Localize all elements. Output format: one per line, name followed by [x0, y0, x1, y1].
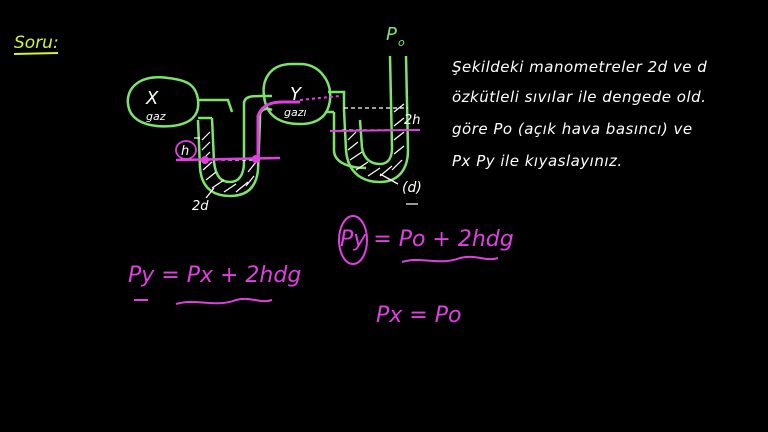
right-u-tube: [332, 55, 410, 184]
equation-3: Px = Po: [376, 303, 461, 328]
eq1-underline: [401, 255, 499, 263]
2h-label: 2h: [404, 113, 421, 128]
task-line-4: Px Py ile kıyaslayınız.: [452, 152, 623, 170]
p0-sub: o: [398, 36, 405, 49]
task-line-3: göre Po (açık hava basıncı) ve: [452, 120, 693, 138]
h-circle: [175, 140, 197, 160]
2d-label: 2d: [192, 199, 209, 214]
gas-x-container: [126, 76, 234, 128]
task-line-1: Şekildeki manometreler 2d ve d: [452, 58, 708, 76]
level-point-left: [201, 156, 209, 164]
d-label: (d): [402, 180, 422, 196]
pressure-trace-dash: [299, 95, 341, 101]
gas-y-sub: gazı: [284, 106, 307, 119]
2d-arrow: [205, 187, 215, 199]
pressure-trace: [256, 100, 300, 160]
d-arrow: [379, 173, 399, 185]
left-u-tube: [196, 104, 262, 198]
eq2-underline: [175, 297, 273, 305]
heading: Soru:: [14, 33, 59, 53]
gas-y-label: Y: [290, 84, 303, 105]
left-level-marker: [175, 156, 281, 162]
gas-y-container: [262, 62, 346, 126]
equation-2: Py = Px + 2hdg: [128, 263, 301, 288]
equation-1: Py = Po + 2hdg: [340, 227, 514, 252]
p0-label: P: [386, 24, 397, 45]
left-liquid-hatch: [201, 131, 257, 193]
level-lines: [200, 107, 420, 161]
py-circle: [338, 215, 368, 265]
level-point-right: [252, 155, 260, 163]
h-label: h: [181, 144, 189, 159]
task-line-2: özkütleli sıvılar ile dengede old.: [452, 88, 707, 106]
gas-x-sub: gaz: [146, 110, 166, 123]
right-level-marker: [329, 129, 421, 132]
right-liquid-hatch: [347, 103, 405, 177]
gas-x-label: X: [145, 88, 159, 109]
heading-underline: [13, 52, 59, 55]
